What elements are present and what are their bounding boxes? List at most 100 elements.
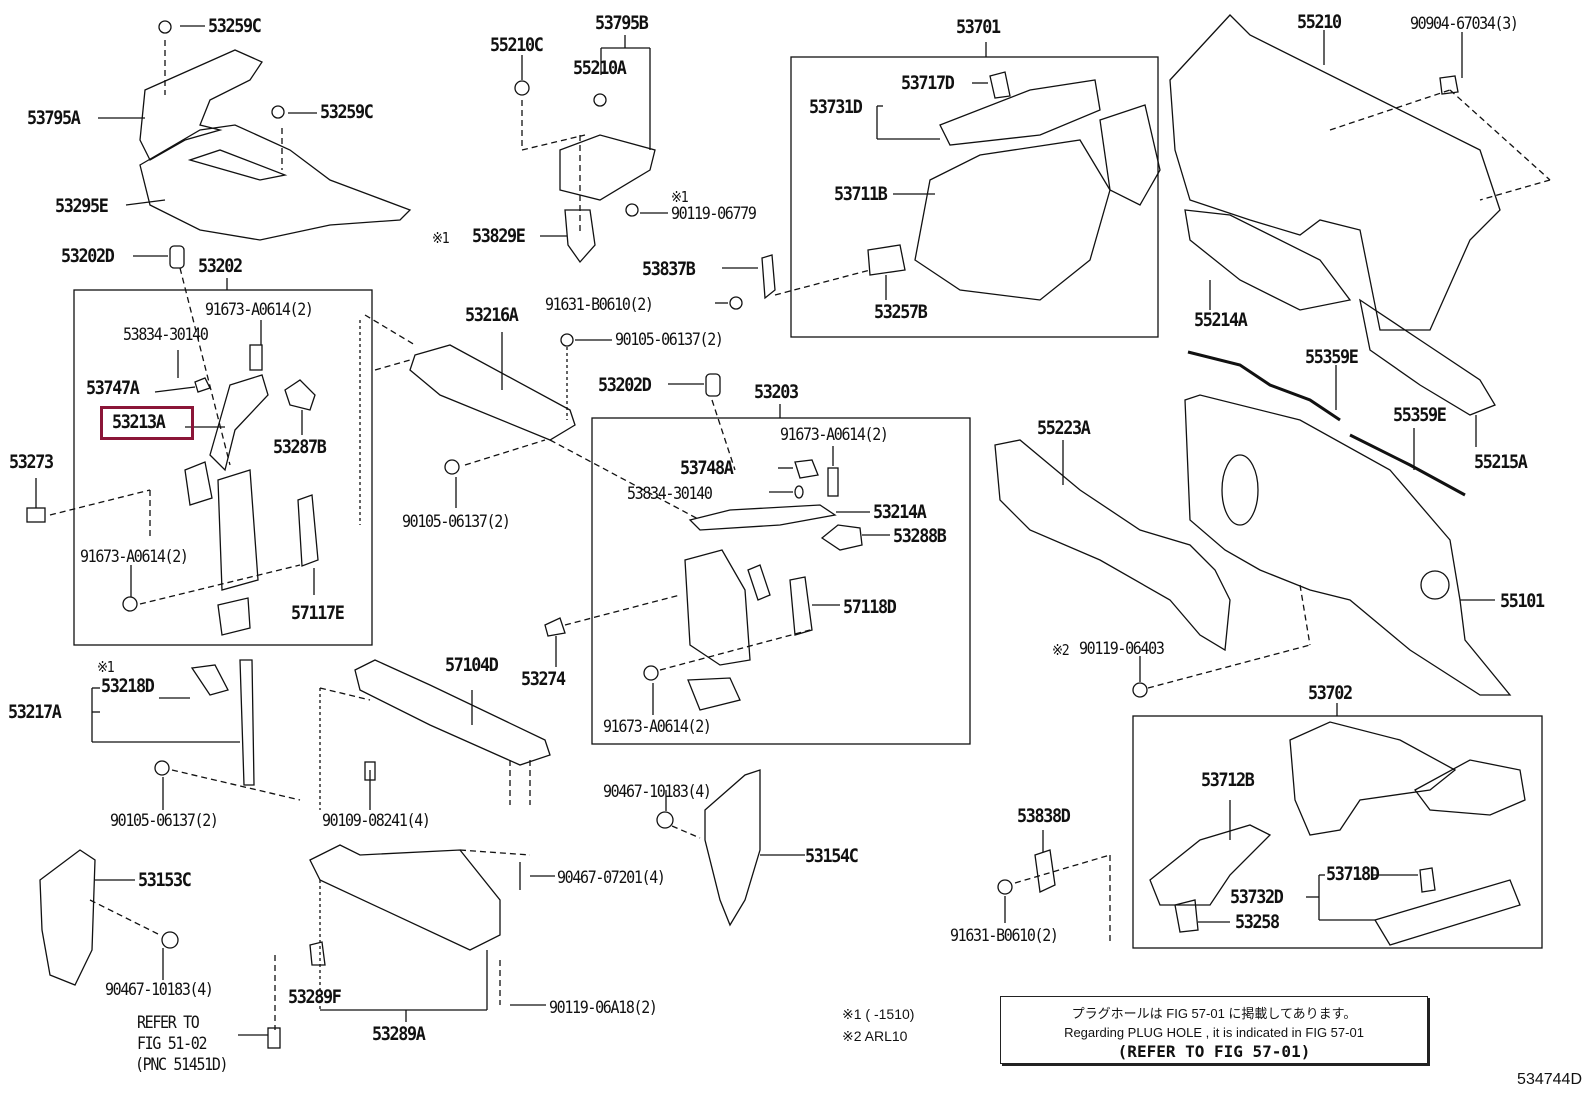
part-label-91673-A0614[interactable]: 91673-A0614(2) [780, 425, 889, 445]
part-label-53259C[interactable]: 53259C [208, 15, 262, 37]
group-box-53702 [1132, 715, 1543, 949]
part-label-53748A[interactable]: 53748A [680, 457, 734, 479]
part-label-55210A[interactable]: 55210A [573, 57, 627, 79]
part-53295E [139, 124, 412, 241]
part-label-90105-06137[interactable]: 90105-06137(2) [110, 811, 219, 831]
part-label-53273[interactable]: 53273 [9, 451, 54, 473]
part-label-55210[interactable]: 55210 [1297, 11, 1342, 33]
notice-japanese: プラグホールは FIG 57-01 に掲載してあります。 [1071, 1006, 1357, 1021]
footnote-1: ※1 ( -1510) [842, 1006, 915, 1022]
part-label-91673-A0614[interactable]: 91673-A0614(2) [205, 300, 314, 320]
notice-reference[interactable]: (REFER TO FIG 57-01) [1117, 1042, 1311, 1061]
part-label-53214A[interactable]: 53214A [873, 501, 927, 523]
part-label-55359E[interactable]: 55359E [1305, 346, 1359, 368]
part-label-53289A[interactable]: 53289A [372, 1023, 426, 1045]
part-label-57104D[interactable]: 57104D [445, 654, 499, 676]
part-label-53795A[interactable]: 53795A [27, 107, 81, 129]
part-label-53747A[interactable]: 53747A [86, 377, 140, 399]
part-55101 [1184, 394, 1512, 696]
part-53837B [761, 254, 776, 300]
part-label-53711B[interactable]: 53711B [834, 183, 888, 205]
part-53273 [26, 507, 46, 523]
part-55223A [994, 439, 1231, 652]
part-label-53202D[interactable]: 53202D [598, 374, 652, 396]
part-label-53718D[interactable]: 53718D [1326, 863, 1380, 885]
part-label-53202D[interactable]: 53202D [61, 245, 115, 267]
part-label-90467-10183[interactable]: 90467-10183(4) [105, 980, 214, 1000]
part-57104D [354, 659, 551, 766]
part-label-55101[interactable]: 55101 [1500, 590, 1545, 612]
part-53829E [564, 209, 596, 264]
part-53218D [190, 664, 229, 696]
part-label-53259C[interactable]: 53259C [320, 101, 374, 123]
part-label-53203[interactable]: 53203 [754, 381, 799, 403]
part-label-53837B[interactable]: 53837B [642, 258, 696, 280]
part-label-53258[interactable]: 53258 [1235, 911, 1280, 933]
part-53289F [309, 941, 326, 966]
part-label-90105-06137[interactable]: 90105-06137(2) [402, 512, 511, 532]
part-label-91631-B0610[interactable]: 91631-B0610(2) [950, 926, 1059, 946]
refer-text-line2[interactable]: FIG 51-02 [137, 1034, 208, 1054]
part-label-53153C[interactable]: 53153C [138, 869, 192, 891]
part-53288B [820, 524, 863, 551]
part-label-53838D[interactable]: 53838D [1017, 805, 1071, 827]
part-53711B [914, 139, 1111, 301]
part-label-53834-30140[interactable]: 53834-30140 [123, 325, 209, 345]
part-label-53202[interactable]: 53202 [198, 255, 243, 277]
part-label-53834-30140[interactable]: 53834-30140 [627, 484, 713, 504]
part-label-90467-07201[interactable]: 90467-07201(4) [557, 868, 666, 888]
part-label-57117E[interactable]: 57117E [291, 602, 345, 624]
part-label-91673-A0614[interactable]: 91673-A0614(2) [603, 717, 712, 737]
part-55215A [1359, 298, 1496, 416]
part-label-53287B[interactable]: 53287B [273, 436, 327, 458]
part-label-53213A-highlighted[interactable]: 53213A [112, 411, 166, 433]
part-label-91673-A0614[interactable]: 91673-A0614(2) [80, 547, 189, 567]
part-label-55223A[interactable]: 55223A [1037, 417, 1091, 439]
part-53717D [989, 71, 1011, 99]
part-53274 [544, 617, 566, 637]
part-label-53218D[interactable]: 53218D [101, 675, 155, 697]
part-label-53217A[interactable]: 53217A [8, 701, 62, 723]
part-label-53216A[interactable]: 53216A [465, 304, 519, 326]
part-label-53829E[interactable]: 53829E [472, 225, 526, 247]
part-53216A [409, 344, 576, 441]
part-label-91631-B0610[interactable]: 91631-B0610(2) [545, 295, 654, 315]
part-label-53289F[interactable]: 53289F [288, 986, 342, 1008]
footnote-mark: ※1 [432, 229, 450, 247]
part-label-55359E[interactable]: 55359E [1393, 404, 1447, 426]
part-label-90119-06A18[interactable]: 90119-06A18(2) [549, 998, 658, 1018]
part-label-53702[interactable]: 53702 [1308, 682, 1353, 704]
part-label-53712B[interactable]: 53712B [1201, 769, 1255, 791]
part-label-90105-06137[interactable]: 90105-06137(2) [615, 330, 724, 350]
part-label-90119-06403[interactable]: 90119-06403 [1079, 639, 1165, 659]
part-label-90904-67034[interactable]: 90904-67034(3) [1410, 14, 1519, 34]
part-53217A [239, 659, 255, 786]
part-label-53701[interactable]: 53701 [956, 16, 1001, 38]
part-label-53717D[interactable]: 53717D [901, 72, 955, 94]
part-label-53731D[interactable]: 53731D [809, 96, 863, 118]
part-label-53295E[interactable]: 53295E [55, 195, 109, 217]
part-label-53274[interactable]: 53274 [521, 668, 566, 690]
part-label-55214A[interactable]: 55214A [1194, 309, 1248, 331]
part-57118D [789, 576, 813, 636]
part-label-90467-10183[interactable]: 90467-10183(4) [603, 782, 712, 802]
group-box-53203 [591, 417, 971, 745]
part-53732D [1374, 879, 1521, 946]
part-label-53795B[interactable]: 53795B [595, 12, 649, 34]
highlight-box [100, 406, 194, 440]
part-55214A [1184, 209, 1352, 311]
part-53287B [284, 379, 316, 411]
footnote-mark: ※2 [1052, 641, 1070, 659]
part-label-53732D[interactable]: 53732D [1230, 886, 1284, 908]
part-label-55210C[interactable]: 55210C [490, 34, 544, 56]
part-label-53288B[interactable]: 53288B [893, 525, 947, 547]
part-53795B [559, 134, 656, 201]
part-label-53154C[interactable]: 53154C [805, 845, 859, 867]
refer-text-line1: REFER TO [137, 1013, 200, 1033]
part-label-57118D[interactable]: 57118D [843, 596, 897, 618]
part-label-55215A[interactable]: 55215A [1474, 451, 1528, 473]
part-label-53257B[interactable]: 53257B [874, 301, 928, 323]
part-label-90119-06779[interactable]: 90119-06779 [671, 204, 757, 224]
part-label-90109-08241[interactable]: 90109-08241(4) [322, 811, 431, 831]
